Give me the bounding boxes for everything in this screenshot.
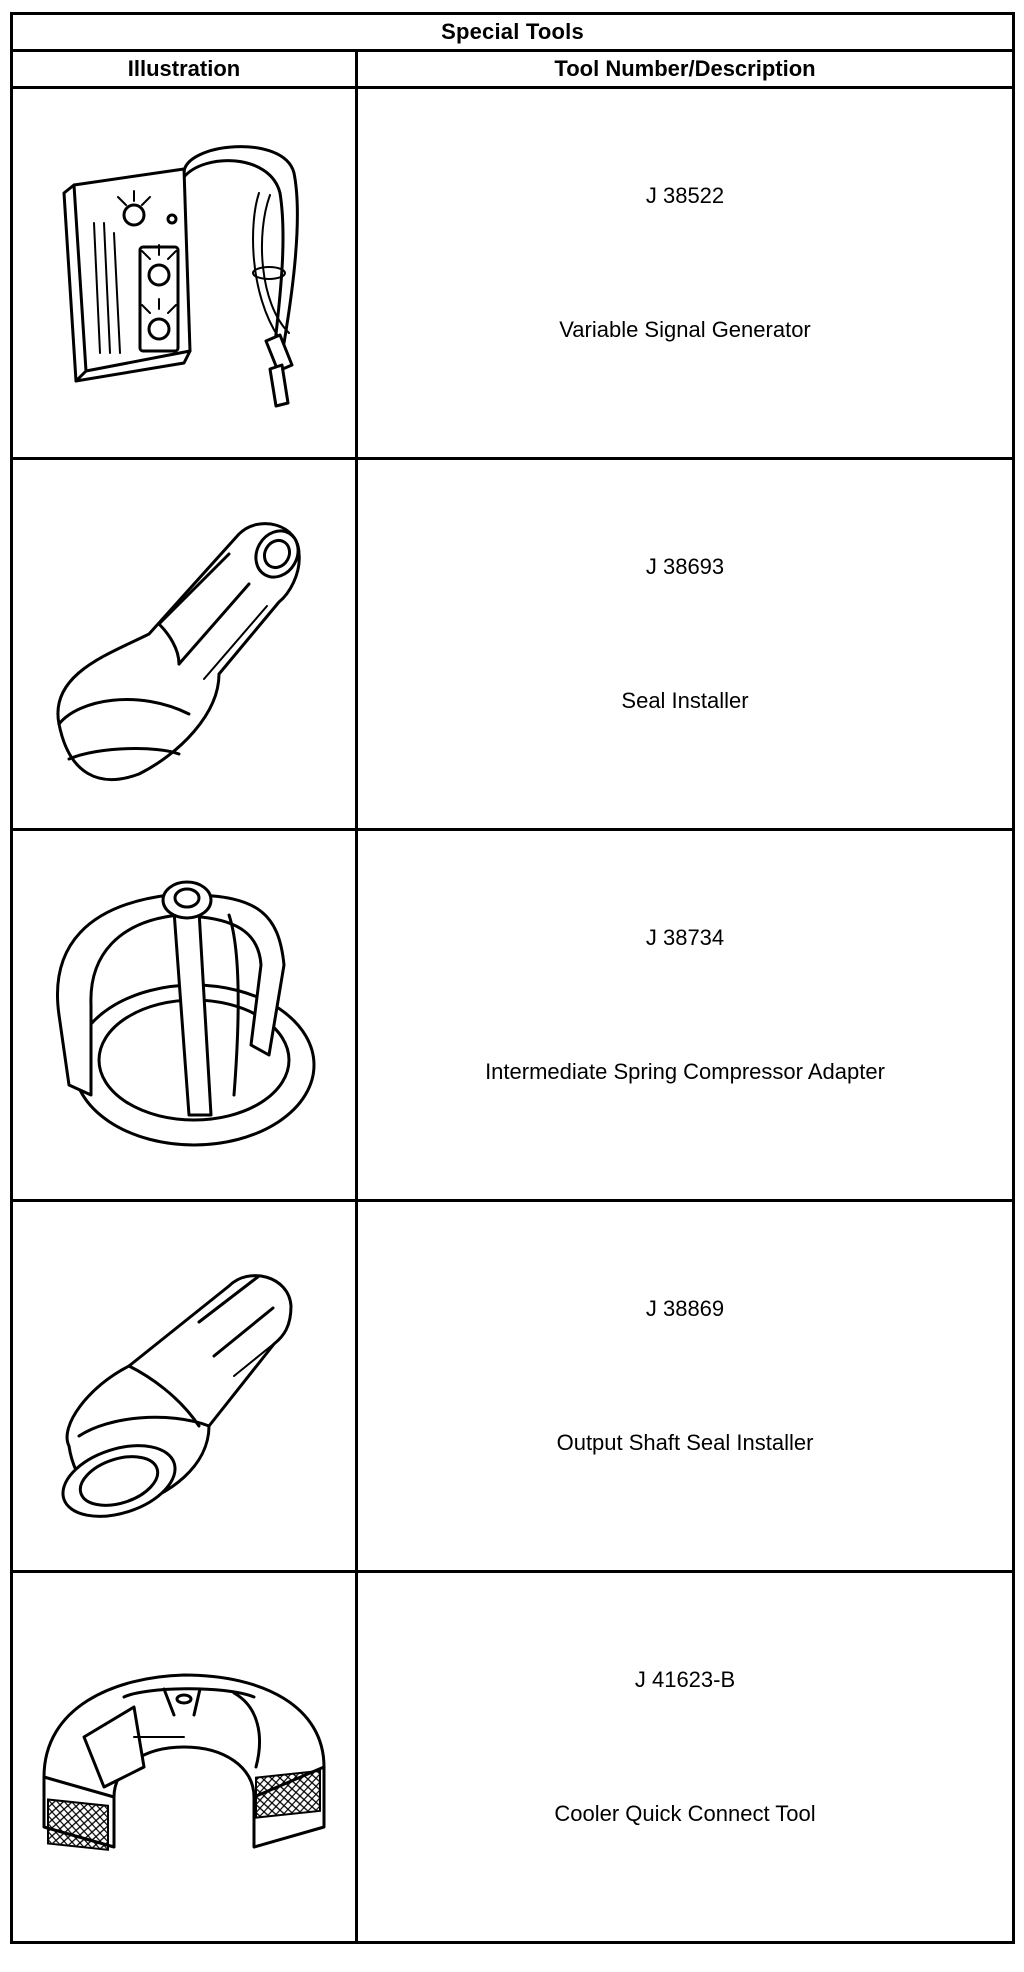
table-row: J 38522 Variable Signal Generator <box>10 86 1016 460</box>
tool-description: Output Shaft Seal Installer <box>556 1430 814 1455</box>
table-row: J 41623-B Cooler Quick Connect Tool <box>10 1570 1016 1944</box>
table-row: J 38869 Output Shaft Seal Installer <box>10 1199 1016 1573</box>
signal-generator-icon <box>62 145 299 408</box>
tool-description: Intermediate Spring Compressor Adapter <box>485 1059 885 1084</box>
tool-description: Cooler Quick Connect Tool <box>554 1801 816 1826</box>
illustration-cell <box>10 86 358 460</box>
output-shaft-seal-installer-icon <box>61 1274 293 1518</box>
illustration-cell <box>10 1199 358 1573</box>
special-tools-table: Special Tools Illustration Tool Number/D… <box>9 12 1016 1944</box>
table-caption: Special Tools <box>9 12 1016 52</box>
quick-connect-tool-icon <box>42 1673 326 1851</box>
tool-number: J 38869 <box>645 1296 725 1321</box>
illustration-cell <box>10 828 358 1202</box>
header-tool-number-description: Tool Number/Description <box>354 49 1016 89</box>
header-illustration: Illustration <box>10 49 358 89</box>
description-cell: J 38522 Variable Signal Generator <box>354 86 1016 460</box>
spring-compressor-adapter-icon <box>56 880 316 1147</box>
description-cell: J 38734 Intermediate Spring Compressor A… <box>354 828 1016 1202</box>
tool-description: Seal Installer <box>621 688 749 713</box>
illustration-cell <box>10 457 358 831</box>
illustration-cell <box>10 1570 358 1944</box>
description-cell: J 38693 Seal Installer <box>354 457 1016 831</box>
table-row: J 38693 Seal Installer <box>10 457 1016 831</box>
tool-description: Variable Signal Generator <box>559 317 811 342</box>
description-cell: J 41623-B Cooler Quick Connect Tool <box>354 1570 1016 1944</box>
seal-installer-icon <box>56 522 301 782</box>
tool-number: J 38734 <box>645 925 725 950</box>
tool-number: J 41623-B <box>634 1667 736 1692</box>
tool-number: J 38693 <box>645 554 725 579</box>
table-row: J 38734 Intermediate Spring Compressor A… <box>10 828 1016 1202</box>
description-cell: J 38869 Output Shaft Seal Installer <box>354 1199 1016 1573</box>
tool-number: J 38522 <box>645 183 725 208</box>
